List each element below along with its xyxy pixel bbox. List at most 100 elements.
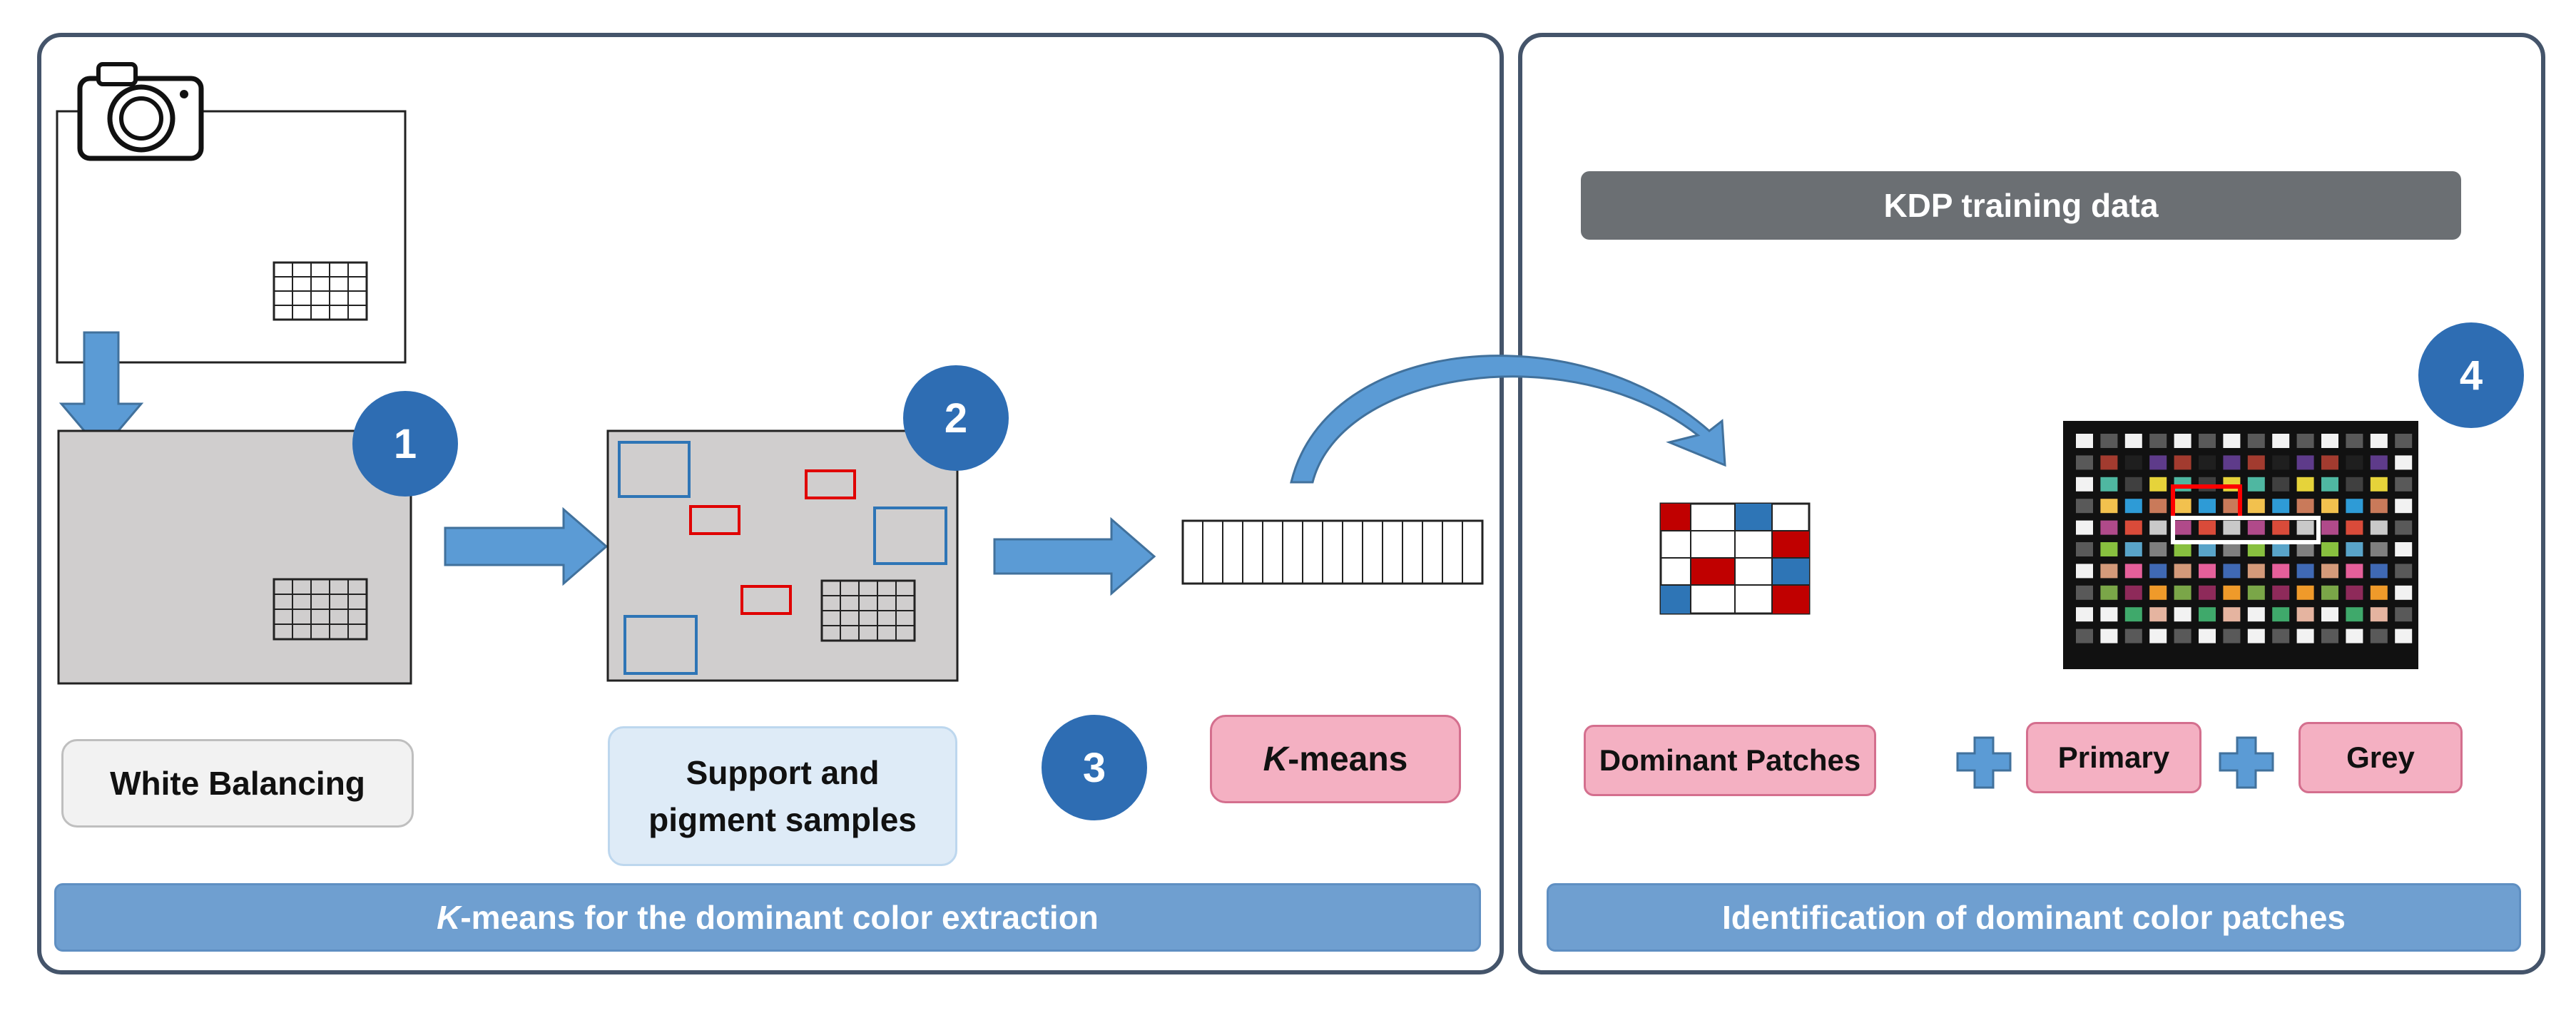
checker-cell [2247, 607, 2265, 622]
support-pigment-line2: pigment samples [648, 801, 917, 838]
checker-cell [2223, 607, 2241, 622]
checker-cell [2223, 564, 2241, 579]
checker-cell [2199, 455, 2216, 470]
color-checker-chart [2063, 421, 2418, 669]
feature-vector [1181, 519, 1484, 585]
arrow-right-icon [993, 516, 1156, 596]
white-balancing-label: White Balancing [61, 739, 414, 828]
checker-cell [2076, 499, 2093, 514]
checker-cell [2272, 542, 2290, 556]
sample-image [606, 429, 959, 682]
curved-arrow-icon [1290, 355, 1726, 484]
checker-cell [2296, 564, 2314, 579]
checker-cell [2124, 607, 2142, 622]
checker-cell [2346, 542, 2363, 556]
checker-cell [2296, 455, 2314, 470]
kmeans-suffix: -means [1288, 740, 1408, 778]
checker-cell [2247, 499, 2265, 514]
kmeans-italic-k: K [1263, 740, 1288, 778]
checker-cell [2370, 564, 2388, 579]
checker-cell [2370, 585, 2388, 600]
checker-cell [2100, 564, 2118, 579]
checker-cell [2149, 455, 2167, 470]
checker-cell [2296, 499, 2314, 514]
grey-label: Grey [2298, 722, 2463, 793]
checker-cell [2149, 564, 2167, 579]
right-panel-title-bar: Identification of dominant color patches [1547, 883, 2521, 952]
checker-cell [2124, 564, 2142, 579]
checker-cell [2395, 499, 2413, 514]
checker-cell [2174, 628, 2191, 643]
checker-cell [2149, 628, 2167, 643]
checker-cell [2296, 434, 2314, 448]
checker-cell [2174, 477, 2191, 492]
checker-cell [2124, 520, 2142, 535]
checker-cell [2100, 607, 2118, 622]
checker-cell [2346, 520, 2363, 535]
checker-cell [2395, 564, 2413, 579]
checker-cell [2247, 585, 2265, 600]
left-panel-title-bar: K-means for the dominant color extractio… [54, 883, 1481, 952]
checker-cell [2321, 455, 2338, 470]
checker-cell [2247, 477, 2265, 492]
checker-cell [2321, 628, 2338, 643]
checker-cell [2124, 499, 2142, 514]
checker-cell [2321, 499, 2338, 514]
checker-cell [2223, 628, 2241, 643]
checker-cell [2370, 455, 2388, 470]
checker-cell [2272, 455, 2290, 470]
checker-cell [2174, 499, 2191, 514]
checker-cell [2223, 434, 2241, 448]
checker-cell [2321, 564, 2338, 579]
checker-cell [2174, 455, 2191, 470]
step-2-badge: 2 [903, 365, 1009, 471]
checker-cell [2174, 434, 2191, 448]
checker-cell [2272, 499, 2290, 514]
checker-cell [2149, 499, 2167, 514]
left-title-italic-k: K [437, 899, 461, 936]
checker-cell [2346, 455, 2363, 470]
checker-cell [2223, 542, 2241, 556]
checker-cell [2223, 499, 2241, 514]
checker-cell [2370, 520, 2388, 535]
checker-cell [2321, 434, 2338, 448]
checker-cell [2076, 455, 2093, 470]
checker-cell [2395, 434, 2413, 448]
checker-cell [2149, 607, 2167, 622]
checker-cell [2124, 477, 2142, 492]
checker-cell [2199, 499, 2216, 514]
checker-cell [2199, 542, 2216, 556]
checker-cell [2247, 520, 2265, 535]
checker-cell [2076, 628, 2093, 643]
checker-cell [2174, 520, 2191, 535]
checker-cell [2174, 564, 2191, 579]
checker-cell [2223, 477, 2241, 492]
checker-cell [2395, 520, 2413, 535]
checker-cell [2272, 585, 2290, 600]
checker-cell [2100, 434, 2118, 448]
checker-cell [2223, 455, 2241, 470]
checker-cell [2100, 477, 2118, 492]
checker-cell [2272, 477, 2290, 492]
checker-cell [2395, 628, 2413, 643]
checker-cell [2346, 628, 2363, 643]
checker-cell [2247, 434, 2265, 448]
support-pigment-label: Support and pigment samples [608, 726, 957, 866]
checker-cell [2272, 520, 2290, 535]
checker-cell [2296, 520, 2314, 535]
checker-cell [2321, 542, 2338, 556]
primary-label: Primary [2026, 722, 2201, 793]
checker-cell [2199, 628, 2216, 643]
checker-cell [2346, 607, 2363, 622]
checker-cell [2321, 477, 2338, 492]
checker-cell [2346, 499, 2363, 514]
checker-cell [2296, 477, 2314, 492]
checker-cell [2199, 564, 2216, 579]
checker-cell [2199, 477, 2216, 492]
left-title-suffix: -means for the dominant color extraction [460, 899, 1099, 936]
support-pigment-line1: Support and [686, 754, 880, 791]
checker-cell [2272, 434, 2290, 448]
checker-cell [2247, 542, 2265, 556]
checker-cell [2100, 520, 2118, 535]
